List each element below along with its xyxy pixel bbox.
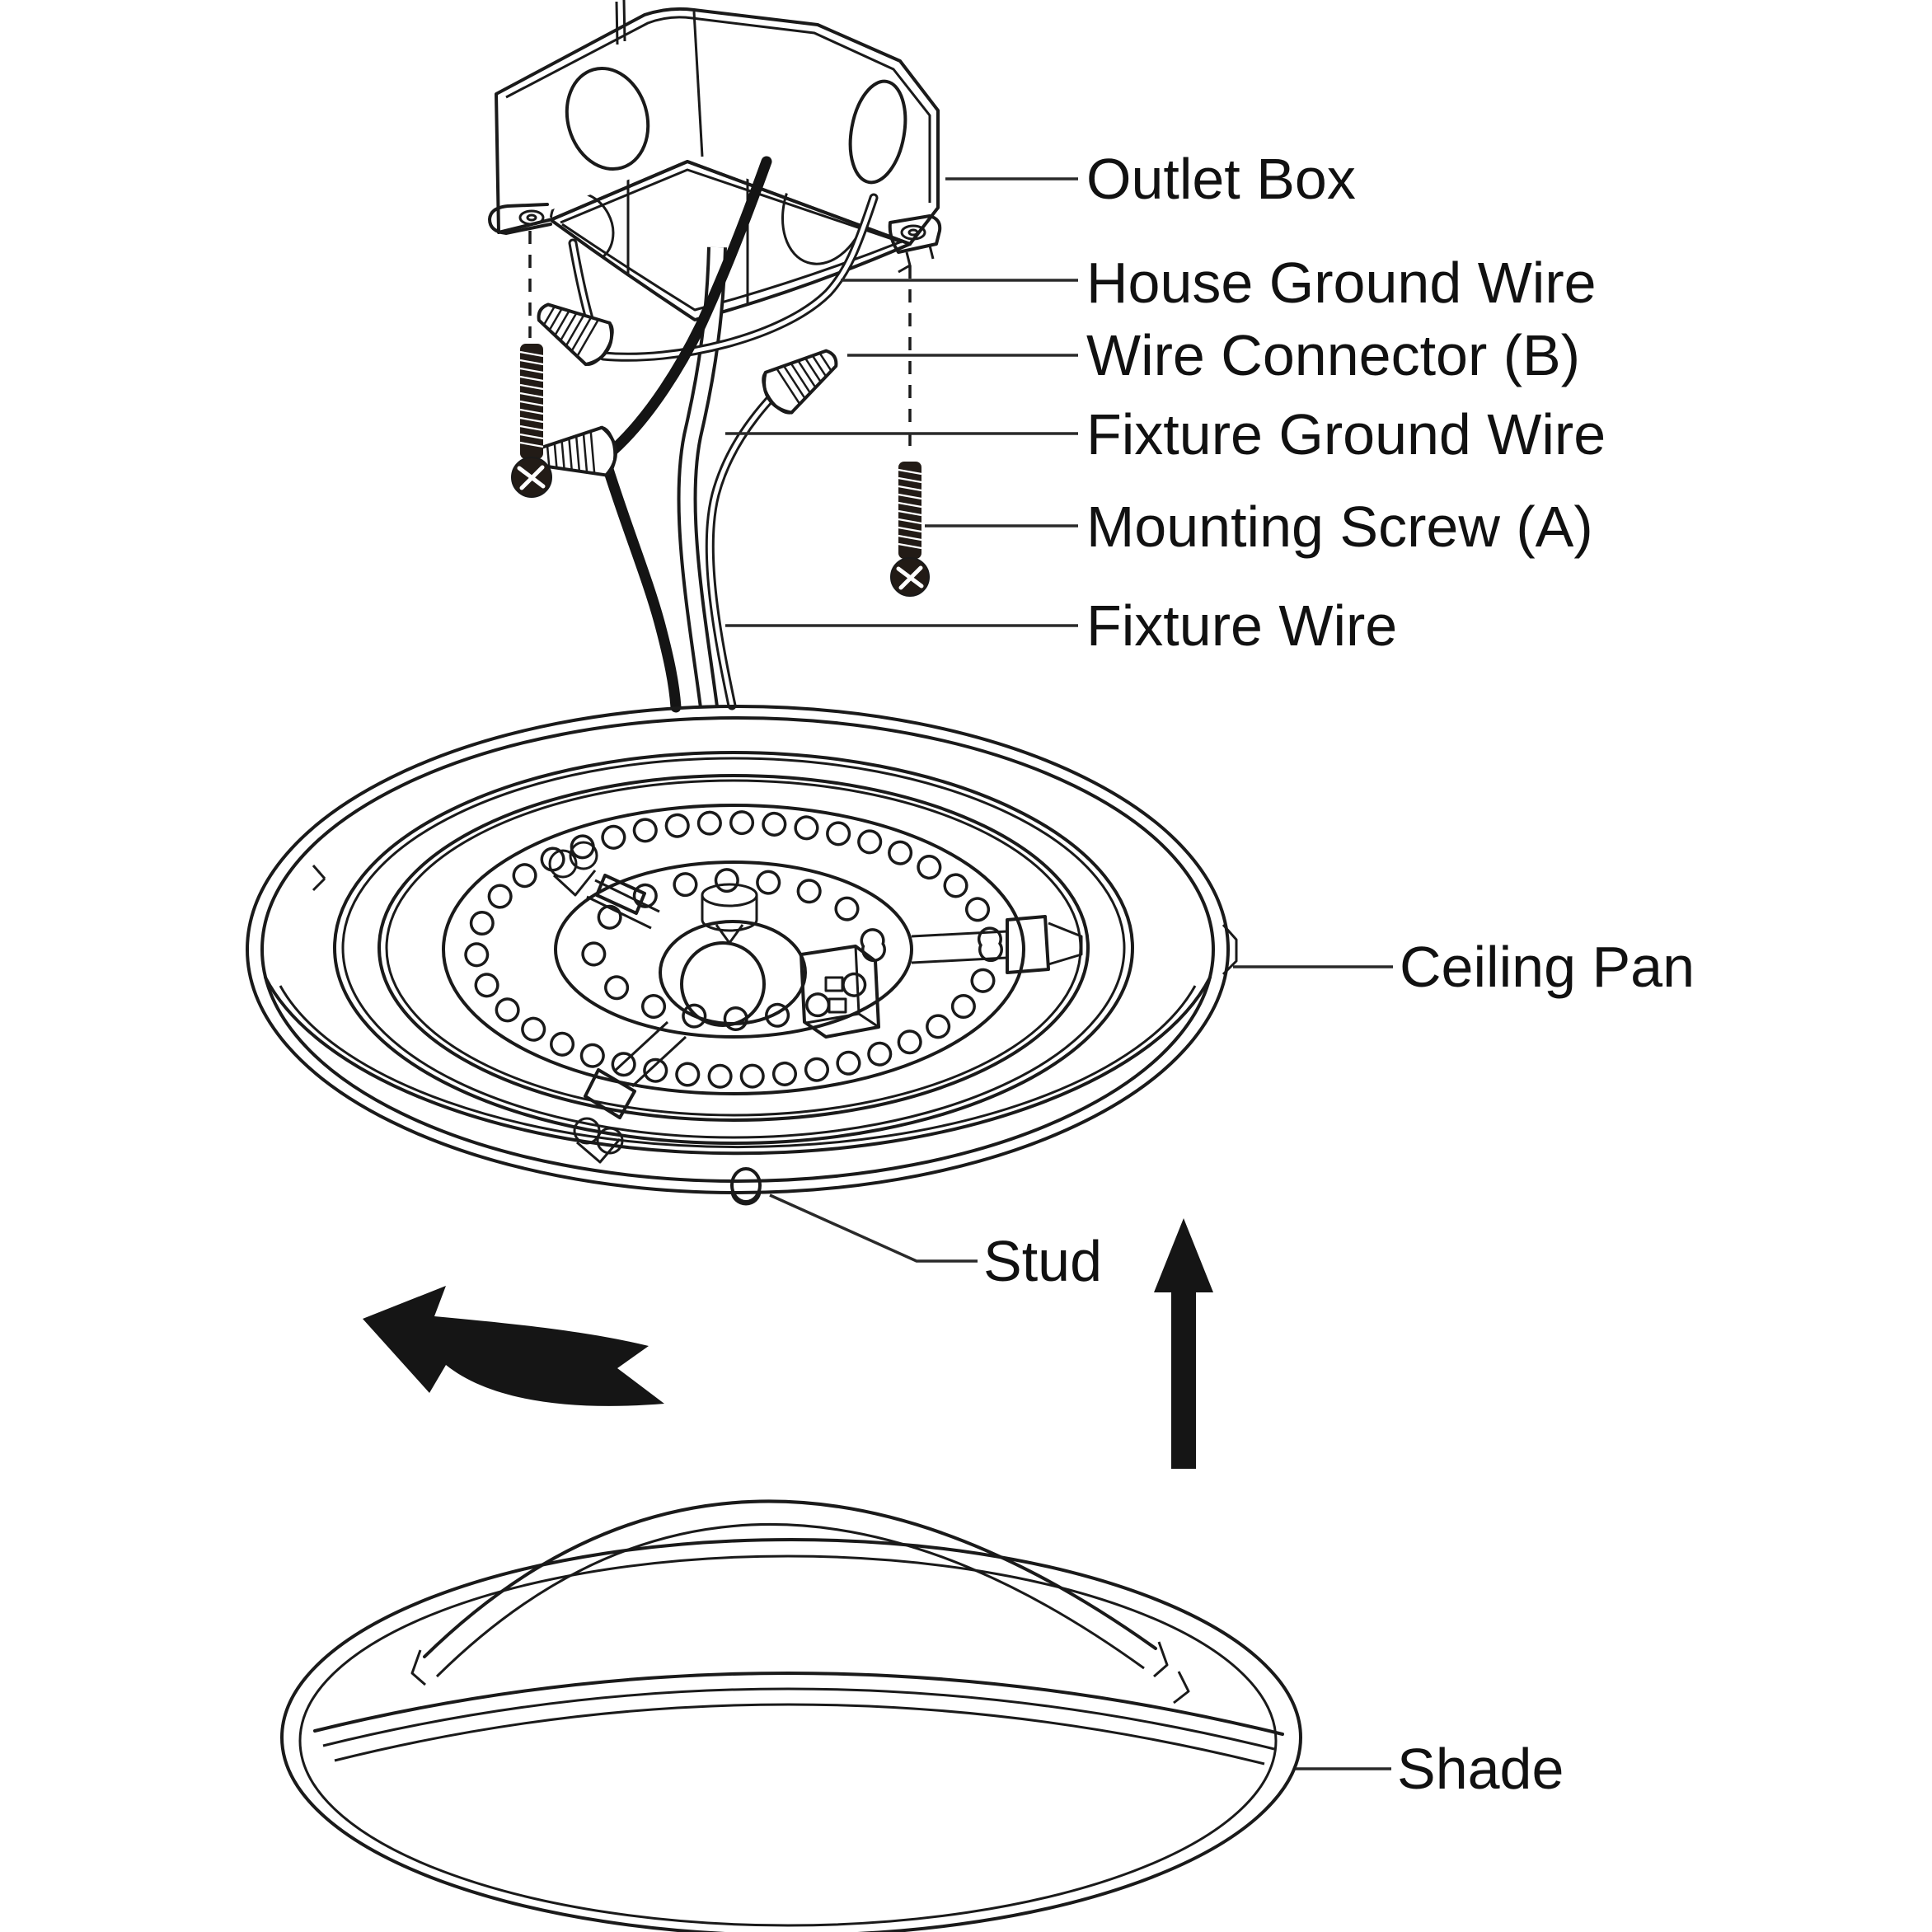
- terminal-block: [800, 945, 880, 1039]
- stud-drawing: [730, 1167, 762, 1206]
- pan-arm-lower-left: [573, 1020, 687, 1164]
- wires: [568, 156, 879, 713]
- lift-up-arrow-icon: [1154, 1218, 1213, 1469]
- hot-wire-lower: [600, 456, 682, 713]
- house-ground-wire-line: [598, 193, 879, 362]
- label-fixture-ground-wire: Fixture Ground Wire: [1086, 402, 1606, 467]
- rotate-counterclockwise-arrow-icon: [363, 1286, 664, 1406]
- pan-rim-tab-right: [1222, 924, 1238, 976]
- mounting-screw-a-right: [890, 462, 930, 597]
- label-wire-connector-b: Wire Connector (B): [1086, 323, 1580, 387]
- led-ring-outer: [464, 810, 1003, 1089]
- led-ring-inner: [581, 868, 886, 1031]
- mounting-plate: [554, 860, 913, 1039]
- mounting-ear-right: [888, 214, 942, 274]
- leader-stud: [769, 1193, 978, 1263]
- label-house-ground-wire: House Ground Wire: [1086, 251, 1597, 315]
- pan-arm-right: [911, 915, 1083, 974]
- hot-wire-upper: [606, 156, 772, 457]
- label-ceiling-pan: Ceiling Pan: [1400, 935, 1695, 999]
- pan-arm-upper-left: [548, 841, 660, 930]
- label-mounting-screw-a: Mounting Screw (A): [1086, 495, 1593, 559]
- label-fixture-wire: Fixture Wire: [1086, 593, 1397, 658]
- fixture-wire-line: [677, 246, 727, 709]
- mounting-screw-a-left: [511, 344, 552, 498]
- fixture-ground-wire-line: [705, 389, 780, 710]
- mounting-ear-left: [488, 203, 552, 235]
- shade-drawing: [280, 1499, 1302, 1932]
- knockout-hole-right: [848, 79, 907, 185]
- label-stud: Stud: [983, 1229, 1102, 1293]
- pan-rim-tab-left: [312, 865, 326, 892]
- led-board-edge: [442, 804, 1025, 1095]
- knockout-hole-left: [565, 66, 650, 171]
- label-shade: Shade: [1397, 1737, 1564, 1801]
- label-outlet-box: Outlet Box: [1086, 147, 1356, 211]
- ceiling-pan-drawing: [246, 705, 1238, 1206]
- leader-lines: [725, 177, 1393, 1770]
